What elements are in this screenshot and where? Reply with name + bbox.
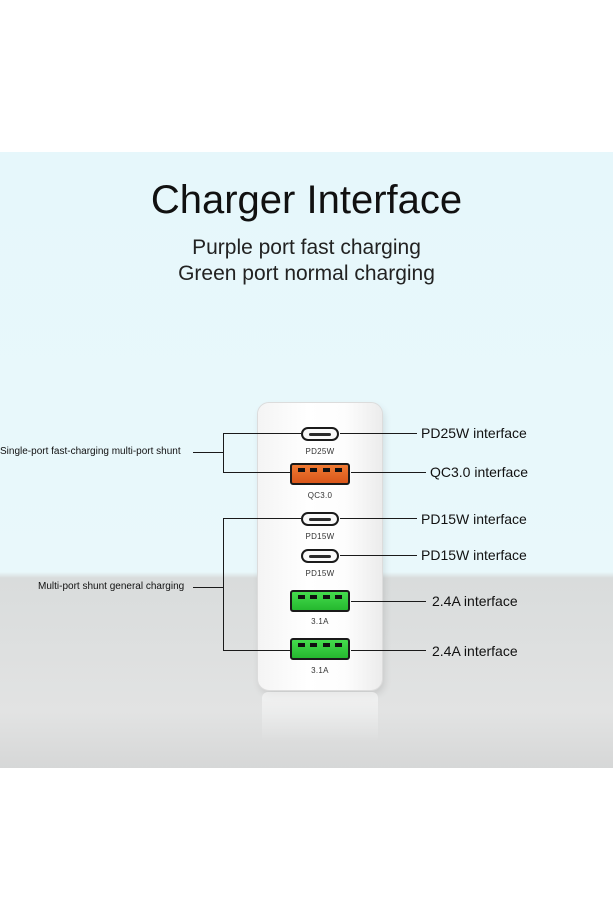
leader-line-pd15w-1	[340, 518, 417, 519]
annotation-pd15w-1: PD15W interface	[421, 511, 527, 527]
port-label-pd15w-2: PD15W	[305, 569, 335, 578]
usb-c-port-pd25w	[301, 427, 339, 441]
leader-line-pd25w	[340, 433, 417, 434]
usb-a-port-31a-1	[290, 590, 350, 612]
leader-line-24a-2	[351, 650, 426, 651]
leader-line-qc30	[351, 472, 426, 473]
bracket-general-bottom	[223, 650, 290, 651]
leader-line-24a-1	[351, 601, 426, 602]
subtitle-line-1: Purple port fast charging	[192, 236, 421, 259]
group-label-fast: Single-port fast-charging multi-port shu…	[0, 446, 181, 457]
bracket-fast-bottom	[223, 472, 290, 473]
group-label-general: Multi-port shunt general charging	[38, 581, 185, 592]
bracket-fast-top	[223, 433, 301, 434]
annotation-24a-1: 2.4A interface	[432, 593, 518, 609]
charger-reflection	[262, 692, 378, 742]
annotation-qc30: QC3.0 interface	[430, 464, 529, 480]
usb-c-port-pd15w-2	[301, 549, 339, 563]
annotation-pd25w: PD25W interface	[421, 425, 527, 441]
page-title: Charger Interface	[150, 178, 463, 222]
port-label-pd25w: PD25W	[305, 447, 335, 456]
annotation-24a-2: 2.4A interface	[432, 643, 518, 659]
bracket-fast-leader	[193, 452, 223, 453]
bracket-general-vertical	[223, 518, 224, 651]
bracket-fast-vertical	[223, 433, 224, 473]
bracket-general-top	[223, 518, 301, 519]
port-label-31a-1: 3.1A	[311, 617, 329, 626]
port-label-31a-2: 3.1A	[311, 666, 329, 675]
port-label-pd15w-1: PD15W	[305, 532, 335, 541]
leader-line-pd15w-2	[340, 555, 417, 556]
usb-a-port-qc30	[290, 463, 350, 485]
port-label-qc30: QC3.0	[307, 491, 333, 500]
usb-a-port-31a-2	[290, 638, 350, 660]
bracket-general-leader	[193, 587, 223, 588]
usb-c-port-pd15w-1	[301, 512, 339, 526]
subtitle-line-2: Green port normal charging	[178, 262, 435, 285]
annotation-pd15w-2: PD15W interface	[421, 547, 527, 563]
